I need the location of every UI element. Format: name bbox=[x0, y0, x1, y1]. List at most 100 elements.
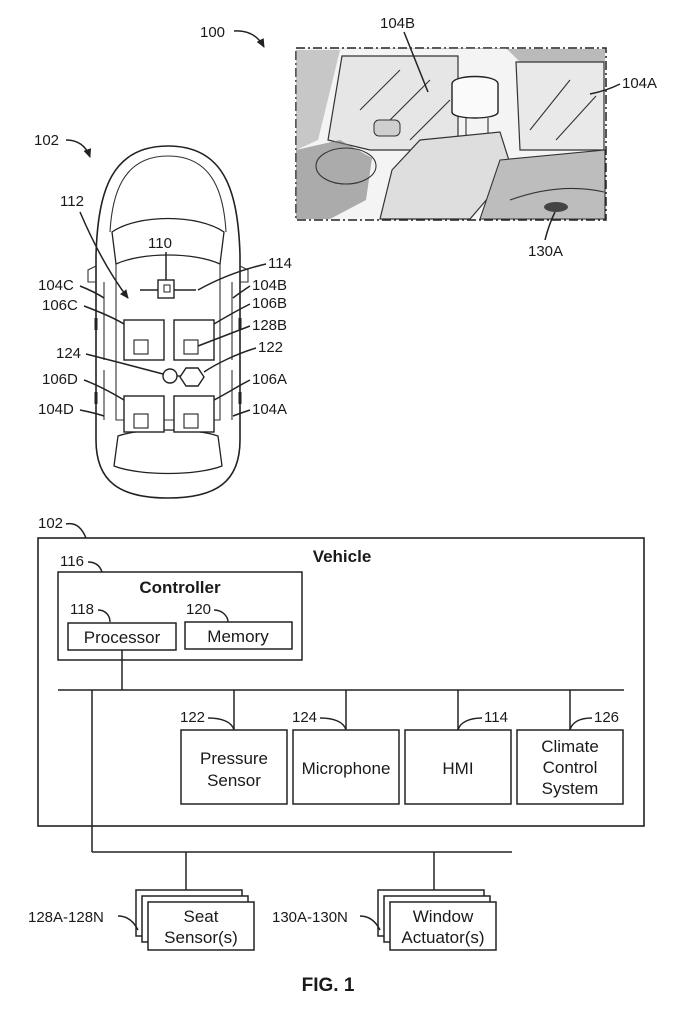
leader-106a bbox=[213, 379, 251, 401]
leader-photo-104b bbox=[403, 31, 429, 93]
leader-112 bbox=[79, 211, 129, 299]
photo-ref-130a: 130A bbox=[528, 243, 563, 260]
system-ref-arrow bbox=[233, 30, 265, 48]
processor-ref: 118 bbox=[70, 601, 94, 618]
leader-106c bbox=[83, 305, 125, 325]
leader-microphone bbox=[319, 717, 347, 731]
photo-ref-104b: 104B bbox=[380, 15, 415, 32]
seat-sensors-line2: Sensor(s) bbox=[164, 928, 238, 947]
dash-unit bbox=[140, 279, 196, 299]
car-ref-104c: 104C bbox=[38, 277, 74, 294]
car-ref-128b: 128B bbox=[252, 317, 287, 334]
seat-rear-right bbox=[173, 395, 215, 433]
door-panel bbox=[479, 149, 606, 220]
block-ref-102: 102 bbox=[38, 515, 63, 532]
car-ref-124: 124 bbox=[56, 345, 81, 362]
pressure-sensor-symbol bbox=[179, 367, 205, 387]
seat-sensors-line1: Seat bbox=[184, 907, 219, 926]
a-pillar bbox=[296, 50, 340, 150]
vehicle-title: Vehicle bbox=[313, 547, 372, 566]
climate-line2: Control bbox=[543, 758, 598, 777]
pressure-line2: Sensor bbox=[207, 771, 261, 790]
car-ref-102: 102 bbox=[34, 132, 59, 149]
microphone-box bbox=[292, 729, 400, 805]
seat-front-right bbox=[173, 319, 215, 361]
leader-104d bbox=[79, 409, 105, 417]
hmi-box bbox=[404, 729, 512, 805]
car-ref-104b: 104B bbox=[252, 277, 287, 294]
leader-128b bbox=[197, 325, 251, 347]
car-ref-114: 114 bbox=[268, 255, 292, 272]
leader-104a bbox=[232, 409, 251, 417]
leader-122 bbox=[203, 347, 257, 373]
car-ref-106b: 106B bbox=[252, 295, 287, 312]
leader-climate bbox=[569, 717, 593, 731]
leader-124 bbox=[85, 353, 164, 375]
car-outline bbox=[87, 145, 249, 499]
side-mirror bbox=[373, 119, 401, 137]
leader-photo-104a bbox=[589, 83, 621, 95]
leader-window-actuators bbox=[359, 915, 381, 931]
climate-ref: 126 bbox=[594, 709, 619, 726]
window-actuators-stack bbox=[377, 889, 497, 951]
climate-line1: Climate bbox=[541, 737, 599, 756]
leader-block-102 bbox=[65, 522, 87, 539]
car-ref-104d: 104D bbox=[38, 401, 74, 418]
seat-rear-left bbox=[123, 395, 165, 433]
leader-photo-130a bbox=[544, 211, 556, 241]
processor-box bbox=[67, 622, 177, 651]
car-ref-112: 112 bbox=[60, 193, 84, 210]
dashboard bbox=[296, 140, 372, 219]
rear-window-glare bbox=[529, 79, 597, 141]
leader-hmi bbox=[457, 717, 483, 731]
bus-lines bbox=[58, 650, 624, 894]
car-ref-106c: 106C bbox=[42, 297, 78, 314]
memory-ref: 120 bbox=[186, 601, 211, 618]
leader-processor bbox=[97, 609, 111, 623]
window-switch bbox=[544, 202, 568, 212]
figure-caption: FIG. 1 bbox=[302, 975, 355, 996]
car-ref-122: 122 bbox=[258, 339, 283, 356]
system-ref-label: 100 bbox=[200, 24, 225, 41]
leader-104b bbox=[232, 285, 251, 299]
interior-photo bbox=[295, 47, 607, 221]
memory-label: Memory bbox=[207, 627, 269, 646]
leader-pressure bbox=[207, 717, 235, 731]
controller-title: Controller bbox=[139, 578, 221, 597]
climate-control-box bbox=[516, 729, 624, 805]
rear-window bbox=[515, 61, 605, 151]
car-ref-110: 110 bbox=[148, 235, 172, 252]
microphone-label: Microphone bbox=[302, 759, 391, 778]
front-seat bbox=[379, 131, 513, 220]
microphone-symbol bbox=[162, 368, 183, 384]
seat-sensors-stack bbox=[135, 889, 255, 951]
leader-controller bbox=[87, 561, 103, 573]
leader-114 bbox=[197, 263, 267, 291]
climate-line3: System bbox=[542, 779, 599, 798]
headrest bbox=[451, 75, 499, 119]
pressure-sensor-box bbox=[180, 729, 288, 805]
hmi-label: HMI bbox=[442, 759, 473, 778]
photo-ref-104a: 104A bbox=[622, 75, 657, 92]
hmi-ref: 114 bbox=[484, 709, 508, 726]
roof-shade bbox=[297, 48, 605, 62]
window-actuators-line1: Window bbox=[413, 907, 474, 926]
car-ref-arrow bbox=[65, 139, 92, 158]
seat-front-left bbox=[123, 319, 165, 361]
microphone-ref: 124 bbox=[292, 709, 317, 726]
leader-104c bbox=[79, 285, 105, 299]
leader-seat-sensors bbox=[117, 915, 139, 931]
car-ref-106d: 106D bbox=[42, 371, 78, 388]
controller-ref: 116 bbox=[60, 553, 84, 570]
pressure-line1: Pressure bbox=[200, 749, 268, 768]
pressure-ref: 122 bbox=[180, 709, 205, 726]
processor-label: Processor bbox=[84, 628, 161, 647]
leader-memory bbox=[213, 609, 229, 623]
leader-106d bbox=[83, 379, 125, 401]
window-actuators-line2: Actuator(s) bbox=[401, 928, 484, 947]
car-ref-106a: 106A bbox=[252, 371, 287, 388]
steering-wheel bbox=[315, 147, 377, 185]
car-ref-104a: 104A bbox=[252, 401, 287, 418]
